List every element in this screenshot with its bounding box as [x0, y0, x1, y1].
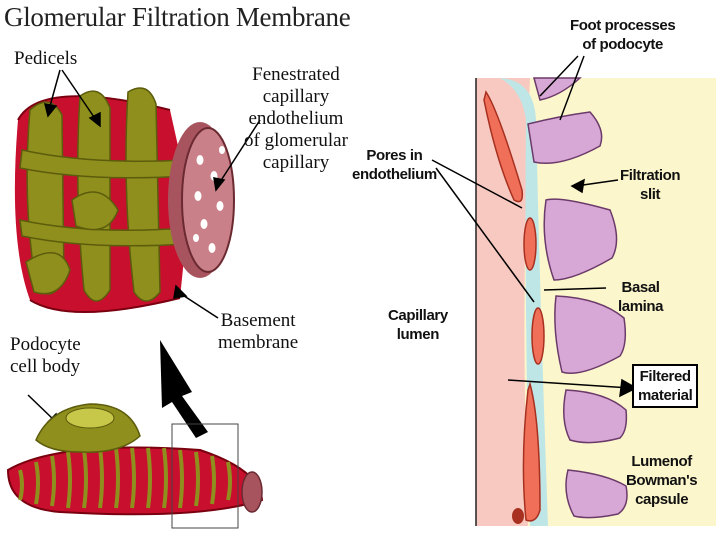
label-line: Fenestrated	[252, 64, 340, 85]
label-podocyte-cell-body: Podocyte cell body	[10, 334, 81, 378]
cross-section-panel	[431, 55, 716, 526]
label-lumen-of-bowmans-capsule: Lumenof Bowman's capsule	[626, 452, 698, 509]
label-line: of podocyte	[582, 36, 663, 53]
label-line: Pores in	[366, 147, 423, 164]
label-line: slit	[640, 186, 661, 203]
label-basement-membrane: Basement membrane	[218, 310, 298, 354]
label-fenestrated-endothelium: Fenestrated capillary endothelium of glo…	[244, 64, 348, 174]
label-line: lumen	[396, 326, 440, 343]
label-line: Lumenof	[631, 453, 692, 470]
label-basal-lamina: Basal lamina	[618, 278, 664, 316]
foot-processes	[527, 77, 628, 519]
label-line: Basement	[220, 310, 296, 331]
label-line: capillary	[262, 86, 330, 107]
label-line: material	[638, 387, 693, 404]
label-line: endothelium	[248, 108, 344, 129]
label-line: endothelium	[352, 166, 437, 183]
label-line: Capillary	[388, 307, 448, 324]
pedicel-bands	[19, 87, 187, 302]
label-line: Bowman's	[626, 472, 698, 489]
label-pedicels: Pedicels	[14, 48, 77, 70]
label-filtered-material: Filtered material	[632, 364, 699, 408]
magnify-arrow	[160, 340, 208, 438]
label-line: lamina	[618, 298, 664, 315]
label-line: capillary	[262, 152, 330, 173]
label-line: membrane	[218, 332, 299, 353]
label-line: Pedicels	[14, 48, 78, 69]
label-line: Podocyte	[10, 334, 81, 355]
diagram-title: Glomerular Filtration Membrane	[4, 2, 351, 32]
label-line: capsule	[635, 491, 689, 508]
podocyte-overview	[6, 403, 264, 529]
label-foot-processes: Foot processes of podocyte	[570, 16, 676, 54]
label-line: cell body	[10, 356, 81, 377]
label-pores-in-endothelium: Pores in endothelium	[352, 146, 437, 184]
label-line: Basal	[621, 279, 660, 296]
label-line: Filtered	[639, 368, 691, 385]
label-line: Filtration	[620, 167, 681, 184]
label-filtration-slit: Filtration slit	[620, 166, 681, 204]
label-line: Foot processes	[570, 17, 676, 34]
label-capillary-lumen: Capillary lumen	[388, 306, 448, 344]
fenestrated-endothelium-end	[168, 122, 235, 278]
pointer-lines-left	[27, 69, 261, 428]
label-line: of glomerular	[244, 130, 348, 151]
zoom-box	[171, 423, 239, 529]
